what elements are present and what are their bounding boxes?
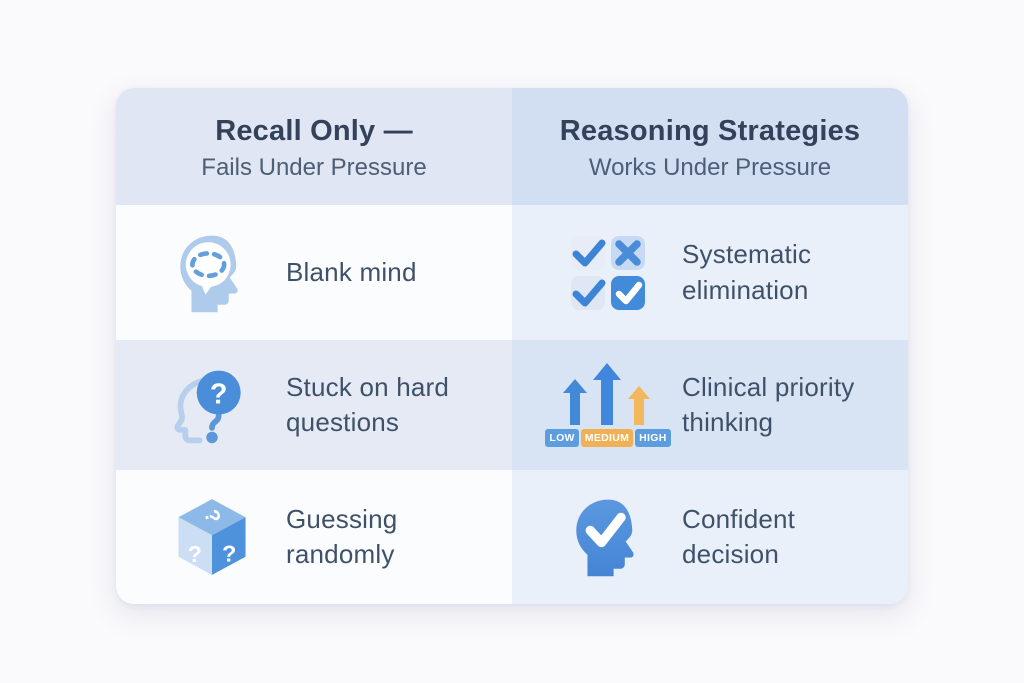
priority-arrows-icon: LOW MEDIUM HIGH <box>545 363 671 447</box>
row-label: Systematic elimination <box>682 239 812 305</box>
column-header-reasoning-strategies: Reasoning Strategies Works Under Pressur… <box>512 88 908 205</box>
column-subtitle: Fails Under Pressure <box>201 154 427 181</box>
selected-checked-box-icon <box>611 275 645 310</box>
column-subtitle: Works Under Pressure <box>588 154 832 181</box>
crossed-box-icon <box>611 235 645 270</box>
tall-arrow <box>593 363 621 425</box>
question-mark-glyph: ? <box>222 540 236 566</box>
row-label: Confident decision <box>682 503 796 569</box>
priority-scale: LOW MEDIUM HIGH <box>545 429 671 447</box>
confident-head-icon <box>560 495 656 579</box>
column-title: Recall Only — <box>215 115 413 147</box>
question-dice-icon: ? ? ? <box>164 494 260 580</box>
blank-mind-head-icon <box>164 231 260 315</box>
comparison-table: Recall Only — Fails Under Pressure Reaso… <box>116 88 908 604</box>
cell-confident-decision: Confident decision <box>512 470 908 604</box>
row-label: Stuck on hard questions <box>286 371 450 437</box>
stuck-question-head-icon: ? <box>164 362 260 448</box>
row-label: Blank mind <box>286 256 417 287</box>
question-mark-glyph: ? <box>210 378 228 410</box>
medium-arrow <box>563 379 587 425</box>
priority-label-low: LOW <box>545 429 579 447</box>
cell-clinical-priority-thinking: LOW MEDIUM HIGH Clinical priority thinki… <box>512 340 908 470</box>
short-arrow <box>628 386 650 425</box>
checked-box-icon <box>571 235 606 270</box>
priority-label-high: HIGH <box>635 429 671 447</box>
cell-blank-mind: Blank mind <box>116 205 512 340</box>
checkbox-grid-icon <box>560 235 656 310</box>
row-label: Clinical priority thinking <box>682 371 855 437</box>
checked-box-icon <box>571 275 606 310</box>
column-header-recall-only: Recall Only — Fails Under Pressure <box>116 88 512 205</box>
question-mark-glyph: ? <box>188 541 202 567</box>
cell-stuck-on-hard-questions: ? Stuck on hard questions <box>116 340 512 470</box>
column-title: Reasoning Strategies <box>559 115 861 147</box>
cell-systematic-elimination: Systematic elimination <box>512 205 908 340</box>
row-label: Guessing randomly <box>286 503 398 569</box>
priority-label-medium: MEDIUM <box>580 429 634 447</box>
cell-guessing-randomly: ? ? ? Guessing randomly <box>116 470 512 604</box>
